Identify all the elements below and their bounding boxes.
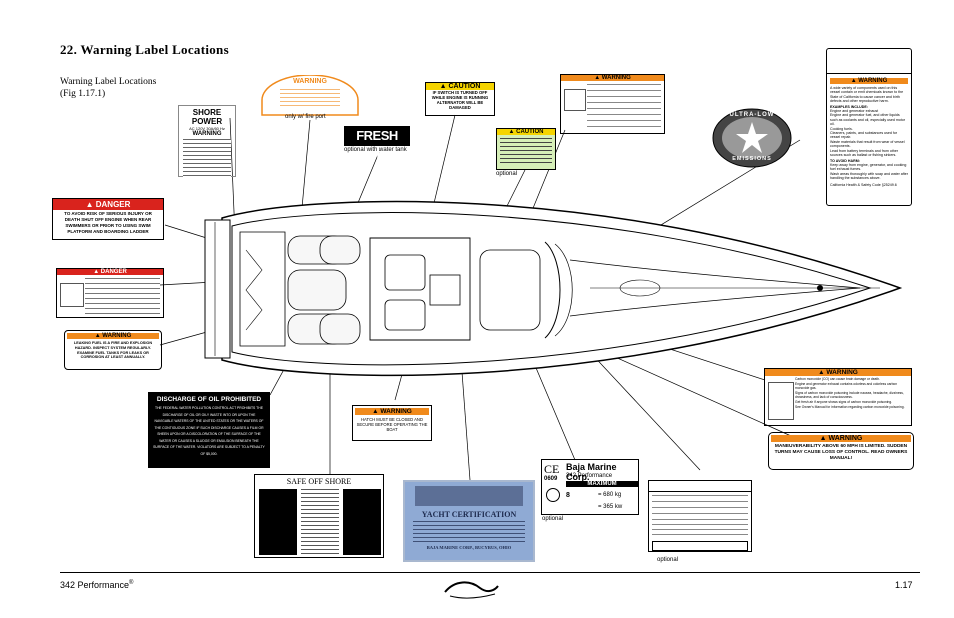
- warning-fuel-label: ▲ WARNING LEAKING FUEL IS A FIRE AND EXP…: [64, 330, 162, 370]
- discharge-oil-title: DISCHARGE OF OIL PROHIBITED: [156, 396, 262, 403]
- danger-co-label: ▲ DANGER: [56, 268, 164, 318]
- caution-alternator-label: ▲ CAUTION IF SWITCH IS TURNED OFF WHILE …: [425, 82, 495, 116]
- capacity-max: MAXIMUM: [566, 481, 638, 487]
- capacity-model: 342 Performance: [566, 473, 613, 479]
- safe-off-shore-label: SAFE OFF SHORE: [254, 474, 384, 558]
- top-warning-label: WARNING: [260, 74, 360, 117]
- caution-mid-label: ▲ CAUTION: [496, 128, 556, 170]
- warning-right-top-label: ▲ WARNING: [560, 74, 665, 134]
- shore-power-subtitle: AC 120V 30A/60 Hz: [189, 126, 225, 131]
- fresh-water-note: optional with water tank: [344, 147, 407, 153]
- fresh-water-label: FRESH WATER: [344, 126, 410, 163]
- shore-power-warning: WARNING: [192, 131, 222, 137]
- hin-plate-note: optional: [657, 557, 679, 563]
- caution-alternator-head: ▲ CAUTION: [426, 83, 494, 90]
- capacity-num: 0609: [544, 476, 558, 482]
- top-warning-head: WARNING: [293, 78, 327, 85]
- section-title: 22. Warning Label Locations: [60, 42, 229, 57]
- prop65-tag: ▲ WARNING A wide variety of components u…: [826, 48, 912, 206]
- safe-off-shore-title: SAFE OFF SHORE: [286, 477, 352, 486]
- danger-swim-text: TO AVOID RISK OF SERIOUS INJURY OR DEATH…: [64, 211, 152, 234]
- maneuverability-label: ▲ WARNING MANEUVERABILITY ABOVE 60 MPH I…: [768, 432, 914, 470]
- capacity-brand: Baja Marine Corp.: [566, 462, 617, 482]
- maneuverability-text: MANEUVERABILITY ABOVE 60 MPH IS LIMITED.…: [774, 444, 908, 461]
- top-warning-note: only w/ fire port: [285, 114, 326, 120]
- caution-mid-note: optional: [496, 171, 518, 177]
- capacity-note: optional: [542, 516, 564, 522]
- yacht-cert-foot: BAJA MARINE CORP., BUCYRUS, OHIO: [426, 545, 512, 550]
- discharge-oil-text: THE FEDERAL WATER POLLUTION CONTROL ACT …: [153, 406, 265, 456]
- hatch-warning-text: HATCH MUST BE CLOSED AND SECURE BEFORE O…: [356, 417, 428, 432]
- hin-plate: [648, 480, 752, 552]
- yacht-certification-plate: YACHT CERTIFICATION BAJA MARINE CORP., B…: [403, 480, 535, 562]
- capacity-plate: CE 0609 Baja Marine Corp. 342 Performanc…: [541, 459, 639, 515]
- shore-power-label: SHORE POWER AC 120V 30A/60 Hz WARNING: [178, 105, 236, 179]
- figure-caption: Warning Label Locations (Fig 1.17.1): [60, 76, 156, 100]
- figure-heading: Warning Label Locations: [60, 77, 157, 87]
- fresh-water-title: FRESH WATER: [355, 128, 399, 163]
- hatch-warning-label: ▲ WARNING HATCH MUST BE CLOSED AND SECUR…: [352, 405, 432, 441]
- warning-fuel-text: LEAKING FUEL IS A FIRE AND EXPLOSION HAZ…: [73, 341, 153, 360]
- discharge-oil-label: DISCHARGE OF OIL PROHIBITED THE FEDERAL …: [148, 392, 270, 468]
- warning-co-right-label: ▲ WARNING Carbon monoxide (CO) can cause…: [764, 368, 912, 426]
- footer-model: 342 Performance®: [60, 580, 134, 590]
- footer-page: 1.17: [895, 580, 913, 590]
- capacity-persons: 8: [566, 492, 570, 499]
- ultra-low-emission-sticker: ULTRA-LOW EMISSIONS: [712, 108, 792, 168]
- shore-power-title: SHORE POWER: [191, 108, 223, 126]
- danger-swim-label: ▲ DANGER TO AVOID RISK OF SERIOUS INJURY…: [52, 198, 164, 240]
- capacity-power: = 365 kw: [598, 504, 623, 510]
- baja-logo: [440, 578, 500, 602]
- footer-rule: [60, 572, 920, 573]
- capacity-ce: CE: [544, 462, 560, 476]
- figure-ref: (Fig 1.17.1): [60, 89, 106, 99]
- capacity-weight: = 680 kg: [598, 492, 622, 498]
- yacht-cert-title: YACHT CERTIFICATION: [421, 510, 517, 519]
